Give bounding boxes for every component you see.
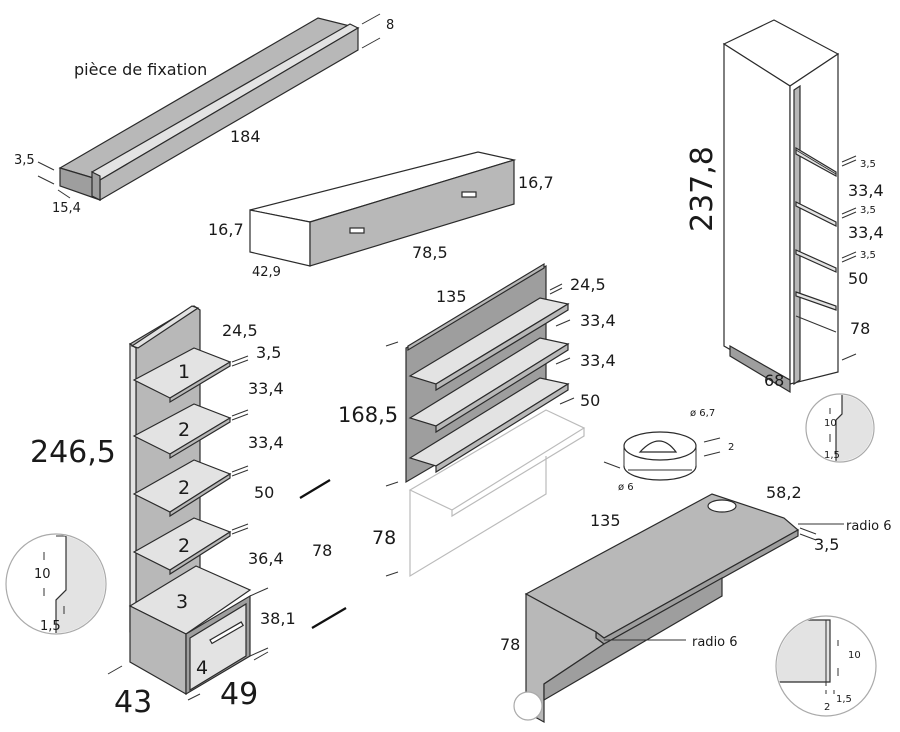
- shelf-number-4: 4: [196, 657, 208, 679]
- box-depth-label: 42,9: [252, 265, 281, 280]
- fix-length-label: 184: [230, 127, 261, 146]
- desk-radius-top: radio 6: [846, 519, 892, 534]
- cable-grommet: [603, 431, 721, 481]
- fixing-piece: [37, 13, 381, 202]
- wall-desk-height-label: 78: [372, 527, 396, 549]
- shelf-detail-15: 1,5: [40, 619, 61, 634]
- fixation-title: pièce de fixation: [74, 60, 207, 79]
- wall-space-c: 50: [580, 391, 600, 410]
- shelf-number-3: 3: [176, 591, 188, 613]
- desk-detail-15: 1,5: [836, 694, 852, 705]
- fix-thickness-label: 3,5: [14, 153, 35, 168]
- shelf-top-label: 24,5: [222, 321, 258, 340]
- wall-space-b: 33,4: [580, 351, 616, 370]
- shelf-number-2c: 2: [178, 535, 190, 557]
- grommet-outer-diameter: ø 6,7: [690, 408, 715, 419]
- box-handle-right: [461, 191, 477, 198]
- tower-height-label: 237,8: [685, 146, 720, 232]
- desk-width-label: 135: [590, 511, 621, 530]
- shelf-depth-label: 43: [114, 685, 152, 720]
- wall-width-label: 135: [436, 287, 467, 306]
- desk-depth-label: 58,2: [766, 483, 802, 502]
- wall-box: [249, 151, 517, 267]
- tower-space-c: 50: [848, 269, 868, 288]
- box-handle-left: [349, 227, 365, 234]
- wall-top-label: 24,5: [570, 275, 606, 294]
- tower-shelf-thick-b: 3,5: [860, 205, 876, 216]
- shelf-detail-circle: [5, 533, 107, 635]
- desk-detail-circle: [775, 615, 877, 717]
- bookshelf-tower: [107, 305, 347, 701]
- wall-shelf-unit: [385, 262, 586, 578]
- shelf-space-b: 33,4: [248, 433, 284, 452]
- grommet-inner-diameter: ø 6: [618, 482, 634, 493]
- desk-radius-bottom: radio 6: [692, 635, 738, 650]
- shelf-number-2a: 2: [178, 419, 190, 441]
- desk-height-label: 78: [500, 635, 520, 654]
- box-height-right-label: 16,7: [518, 173, 554, 192]
- grommet-height: 2: [728, 442, 734, 453]
- tower-detail-circle: [805, 393, 875, 463]
- shelf-space-c: 50: [254, 483, 274, 502]
- tower-detail-15: 1,5: [824, 450, 840, 461]
- wall-height-label: 168,5: [338, 403, 398, 427]
- desk-detail-2: 2: [824, 702, 830, 713]
- tower-space-bottom: 78: [850, 319, 870, 338]
- tower-space-b: 33,4: [848, 223, 884, 242]
- desk-top-thickness: 3,5: [814, 535, 839, 554]
- shelf-desk-height-label: 78: [312, 541, 332, 560]
- box-height-left-label: 16,7: [208, 220, 244, 239]
- shelf-total-height-label: 246,5: [30, 435, 116, 470]
- fix-height-label: 8: [386, 18, 394, 33]
- tower-space-a: 33,4: [848, 181, 884, 200]
- desk-detail-10: 10: [848, 650, 861, 661]
- shelf-thickness-label: 3,5: [256, 343, 281, 362]
- tower-depth-label: 68: [764, 371, 784, 390]
- wall-space-a: 33,4: [580, 311, 616, 330]
- shelf-space-d: 36,4: [248, 549, 284, 568]
- drawer-handle: [209, 621, 244, 645]
- tower-shelf-thick-c: 3,5: [860, 250, 876, 261]
- shelf-number-2b: 2: [178, 477, 190, 499]
- tall-tower: [722, 19, 857, 394]
- box-width-label: 78,5: [412, 243, 448, 262]
- fix-depth-label: 15,4: [52, 201, 81, 216]
- shelf-width-label: 49: [220, 677, 258, 712]
- tower-shelf-thick-a: 3,5: [860, 159, 876, 170]
- tower-detail-10: 10: [824, 418, 837, 429]
- shelf-detail-10: 10: [34, 567, 51, 582]
- shelf-space-a: 33,4: [248, 379, 284, 398]
- desk: [513, 493, 844, 724]
- shelf-number-1: 1: [178, 361, 190, 383]
- shelf-base-label: 38,1: [260, 609, 296, 628]
